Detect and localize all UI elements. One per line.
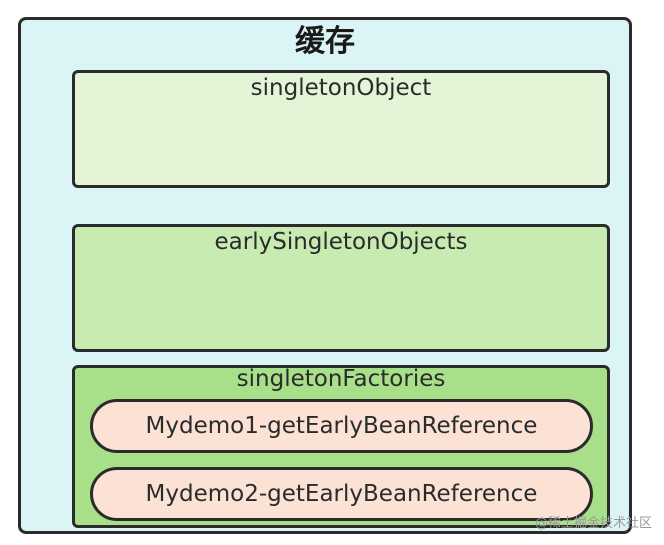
singleton-objects-label: singletonObject [250,75,432,101]
singleton-objects-box: singletonObject [72,70,610,188]
singleton-factories-label: singletonFactories [236,366,446,392]
early-singleton-objects-label: earlySingletonObjects [214,229,468,255]
factory-item-mydemo1: Mydemo1-getEarlyBeanReference [90,399,593,453]
watermark: @稀土掘金技术社区 [534,516,652,531]
early-singleton-objects-box: earlySingletonObjects [72,224,610,352]
singleton-factories-box: singletonFactories Mydemo1-getEarlyBeanR… [72,365,610,528]
cache-title: 缓存 [295,24,355,59]
cache-container: 缓存 singletonObject earlySingletonObjects… [18,17,632,534]
factory-item-mydemo2: Mydemo2-getEarlyBeanReference [90,467,593,521]
